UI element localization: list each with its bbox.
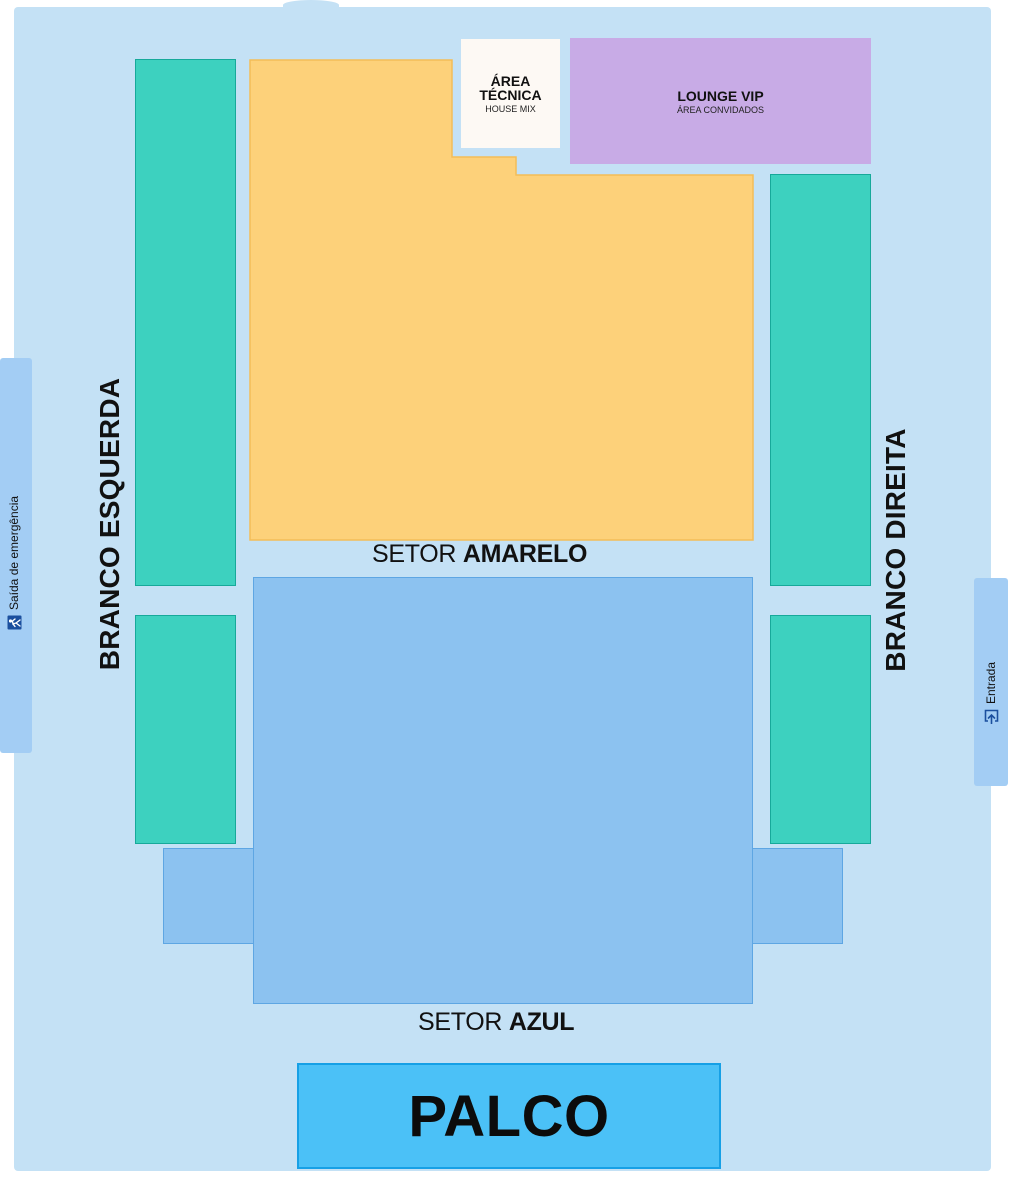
setor-azul-name: AZUL [508, 1008, 575, 1036]
branco-esquerda-upper-block[interactable] [135, 59, 236, 586]
setor-amarelo-name: AMARELO [462, 540, 588, 568]
entrance-content: Entrada [981, 636, 1001, 724]
emergency-exit-content: Saída de emergência [4, 480, 24, 630]
branco-direita-label: BRANCO DIREITA [880, 428, 911, 672]
lounge-vip-subtitle: ÁREA CONVIDADOS [676, 104, 765, 115]
setor-amarelo-label: SETOR AMARELO [372, 540, 587, 569]
setor-azul-right-wing[interactable] [752, 848, 843, 944]
setor-azul-left-wing[interactable] [163, 848, 254, 944]
emergency-exit-icon [7, 615, 22, 630]
area-tecnica-title: ÁREA TÉCNICA [479, 72, 542, 103]
venue-notch [283, 0, 339, 10]
entrance-tab[interactable] [974, 578, 1008, 786]
entrance-icon [984, 709, 999, 724]
emergency-exit-label: Saída de emergência [7, 495, 21, 610]
area-tecnica[interactable]: ÁREA TÉCNICA HOUSE MIX [461, 39, 560, 148]
lounge-vip-title: LOUNGE VIP [677, 87, 764, 104]
branco-direita-lower-block[interactable] [770, 615, 871, 844]
setor-azul-prefix: SETOR [418, 1008, 503, 1036]
emergency-exit-tab[interactable] [0, 358, 32, 753]
setor-azul-area[interactable] [253, 577, 753, 1004]
setor-amarelo-prefix: SETOR [372, 540, 457, 568]
branco-esquerda-label: BRANCO ESQUERDA [94, 377, 125, 671]
palco-stage[interactable]: PALCO [297, 1063, 721, 1169]
palco-label: PALCO [408, 1083, 610, 1149]
setor-amarelo-shape [249, 59, 754, 541]
lounge-vip[interactable]: LOUNGE VIP ÁREA CONVIDADOS [570, 38, 871, 164]
entrance-label: Entrada [984, 661, 998, 704]
setor-azul-label: SETOR AZUL [418, 1008, 575, 1037]
branco-esquerda-lower-block[interactable] [135, 615, 236, 844]
area-tecnica-subtitle: HOUSE MIX [485, 103, 536, 114]
branco-direita-upper-block[interactable] [770, 174, 871, 586]
